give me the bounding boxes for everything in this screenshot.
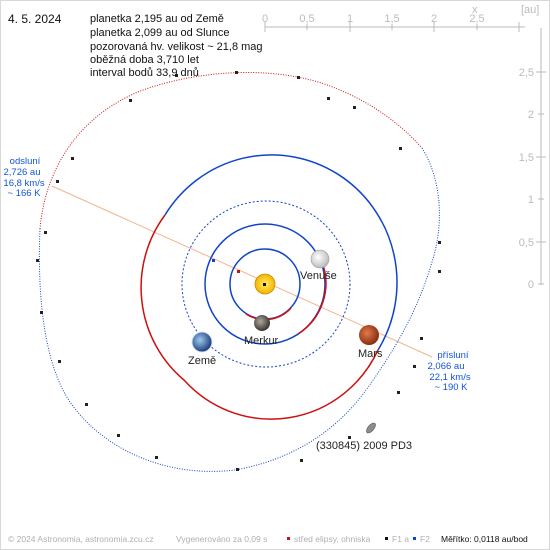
aphelion-temp: ~ 166 K <box>7 188 41 199</box>
asteroid-label: (330845) 2009 PD3 <box>316 440 412 452</box>
x-tick-label: 2,5 <box>469 13 484 25</box>
mars-orbit-red <box>140 214 379 420</box>
legend-f1-swatch <box>385 537 388 540</box>
copyright-text: © 2024 Astronomia, astronomia.zcu.cz <box>8 534 154 544</box>
venus-orbit <box>204 223 326 345</box>
x-axis-label: x <box>472 4 478 16</box>
mars-label: Mars <box>358 348 383 360</box>
legend-f2-text: F2 <box>420 534 430 544</box>
mars-icon <box>359 325 379 345</box>
x-tick-label: 1 <box>347 13 353 25</box>
y-tick-label: 1,5 <box>519 152 534 164</box>
mercury-label: Merkur <box>244 335 279 347</box>
mercury-orbit-red <box>245 307 292 321</box>
info-earth-distance: planetka 2,195 au od Země <box>90 13 224 25</box>
focus-f2-marker <box>212 259 215 262</box>
x-axis <box>264 22 525 32</box>
y-tick-label: 1 <box>528 194 534 206</box>
date-label: 4. 5. 2024 <box>8 12 62 26</box>
x-tick-label: 2 <box>431 13 437 25</box>
earth-label: Země <box>188 355 216 367</box>
asteroid-orbit-points <box>36 71 441 471</box>
venus-label: Venuše <box>300 270 337 282</box>
venus-icon <box>310 249 330 269</box>
mars-orbit-blue <box>164 154 398 351</box>
venus-orbit-red <box>297 261 327 335</box>
x-tick-label: 0 <box>262 13 268 25</box>
aphelion-distance: 2,726 au <box>4 167 41 178</box>
legend-center-swatch <box>287 537 290 540</box>
mercury-icon <box>254 315 270 331</box>
perihelion-distance: 2,066 au <box>428 361 465 372</box>
sun-focus-marker <box>263 283 266 286</box>
y-axis <box>536 28 546 285</box>
asteroid-orbit-perihelion-arc <box>38 147 440 472</box>
perihelion-title: přísluní <box>437 350 469 361</box>
unit-label: [au] <box>521 4 539 16</box>
y-tick-label: 0 <box>528 279 534 291</box>
x-tick-label: 0,5 <box>299 13 314 25</box>
legend-f2-swatch <box>413 537 416 540</box>
info-point-interval: interval bodů 33,9 dnů <box>90 67 199 79</box>
generated-text: Vygenerováno za 0,09 s <box>176 534 267 544</box>
earth-icon <box>191 331 213 353</box>
legend-f1-text: F1 a <box>392 534 409 544</box>
legend-center-text: střed elipsy, ohniska <box>294 534 371 544</box>
perihelion-temp: ~ 190 K <box>434 382 468 393</box>
perihelion-speed: 22,1 km/s <box>429 372 470 383</box>
info-magnitude: pozorovaná hv. velikost ~ 21,8 mag <box>90 41 263 53</box>
asteroid-icon <box>366 422 376 434</box>
aphelion-title: odsluní <box>10 156 41 167</box>
y-tick-label: 0,5 <box>519 237 534 249</box>
y-tick-label: 2,5 <box>519 67 534 79</box>
x-tick-label: 1,5 <box>384 13 399 25</box>
scale-text: Měřítko: 0,0118 au/bod <box>441 534 528 544</box>
info-period: oběžná doba 3,710 let <box>90 54 199 66</box>
earth-orbit <box>181 200 351 368</box>
y-tick-label: 2 <box>528 109 534 121</box>
info-sun-distance: planetka 2,099 au od Slunce <box>90 27 229 39</box>
asteroid-orbit-aphelion-arc <box>39 71 423 230</box>
aphelion-speed: 16,8 km/s <box>3 178 44 189</box>
ellipse-center-marker <box>237 270 240 273</box>
